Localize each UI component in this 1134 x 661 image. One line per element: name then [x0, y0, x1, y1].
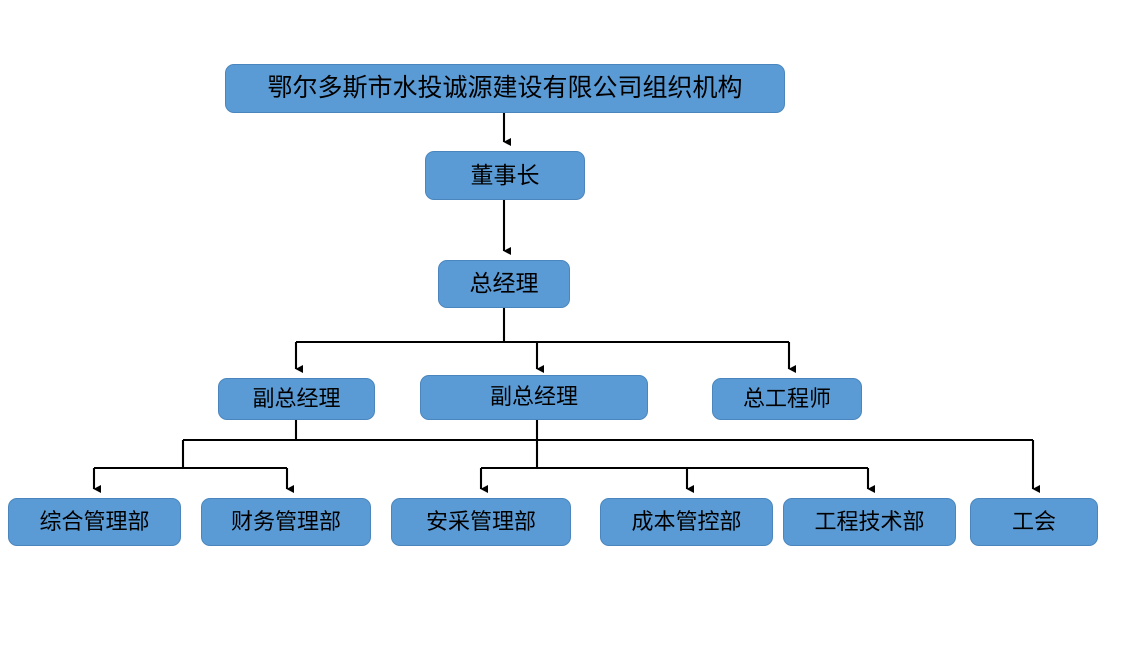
node-department-general-management-label: 综合管理部	[39, 508, 150, 534]
node-chairman[interactable]: 董事长	[425, 151, 585, 200]
node-department-engineering-technology-label: 工程技术部	[814, 508, 925, 534]
node-chief-engineer-label: 总工程师	[742, 385, 831, 411]
node-department-engineering-technology[interactable]: 工程技术部	[783, 498, 956, 546]
node-chairman-label: 董事长	[470, 162, 540, 188]
node-department-general-management[interactable]: 综合管理部	[8, 498, 181, 546]
node-company-title[interactable]: 鄂尔多斯市水投诚源建设有限公司组织机构	[225, 64, 785, 113]
node-department-labor-union[interactable]: 工会	[970, 498, 1098, 546]
node-department-safety-procurement-label: 安采管理部	[425, 508, 536, 534]
node-deputy-general-manager-2-label: 副总经理	[489, 384, 578, 410]
node-deputy-general-manager-2[interactable]: 副总经理	[420, 375, 648, 420]
node-general-manager-label: 总经理	[469, 271, 539, 297]
node-general-manager[interactable]: 总经理	[438, 260, 570, 308]
node-department-safety-procurement[interactable]: 安采管理部	[391, 498, 571, 546]
node-department-finance-management[interactable]: 财务管理部	[201, 498, 371, 546]
node-deputy-general-manager-1[interactable]: 副总经理	[218, 378, 375, 420]
node-department-finance-management-label: 财务管理部	[230, 508, 341, 534]
node-deputy-general-manager-1-label: 副总经理	[252, 385, 341, 411]
node-department-cost-control-label: 成本管控部	[631, 508, 742, 534]
node-chief-engineer[interactable]: 总工程师	[712, 378, 862, 420]
node-department-cost-control[interactable]: 成本管控部	[600, 498, 773, 546]
node-company-title-label: 鄂尔多斯市水投诚源建设有限公司组织机构	[267, 74, 743, 102]
node-department-labor-union-label: 工会	[1011, 508, 1056, 534]
